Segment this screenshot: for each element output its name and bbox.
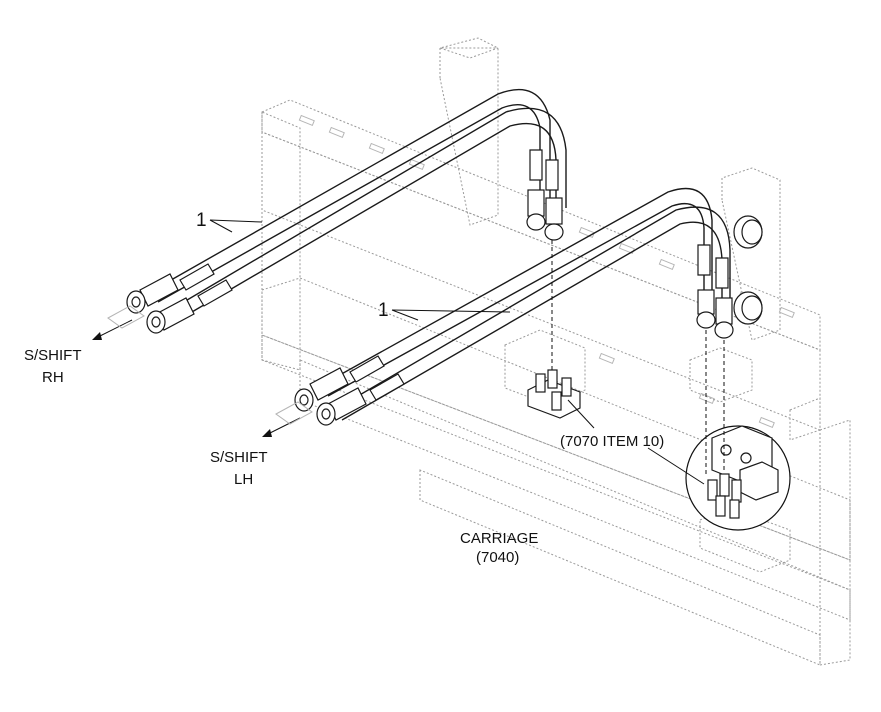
text-labels: 1 1 S/SHIFT RH S/SHIFT LH (7070 ITEM 10)…: [24, 210, 664, 566]
fitting-rh-left: [126, 273, 195, 334]
item-ref-label: (7070 ITEM 10): [560, 433, 664, 450]
fitting-rh-top: [526, 189, 564, 241]
leaders: [92, 219, 705, 485]
routing-dashes: [551, 240, 725, 474]
detail-circle: [685, 425, 791, 531]
sshift-lh-label-line1: S/SHIFT: [210, 449, 268, 466]
sshift-rh-label-line1: S/SHIFT: [24, 347, 82, 364]
hose-braid-lh: [349, 244, 729, 401]
hose-pair-lh: [294, 187, 734, 426]
callout-1-lower: 1: [378, 300, 389, 321]
sshift-rh-label-line2: RH: [42, 369, 64, 386]
mast-bosses: [733, 215, 763, 325]
carriage-label-line1: CARRIAGE: [460, 530, 538, 547]
sshift-lh-label-line2: LH: [234, 471, 253, 488]
fitting-lh-top: [696, 289, 734, 339]
carriage-label-line2: (7040): [476, 549, 519, 566]
carriage-phantom: [261, 37, 851, 666]
fitting-lh-left: [294, 367, 367, 426]
manifold-block: [527, 369, 581, 419]
callout-1-upper: 1: [196, 210, 207, 231]
hose-pair-rh: [126, 89, 567, 334]
hose-braid-rh: [179, 149, 559, 307]
detail-fittings: [707, 473, 742, 519]
